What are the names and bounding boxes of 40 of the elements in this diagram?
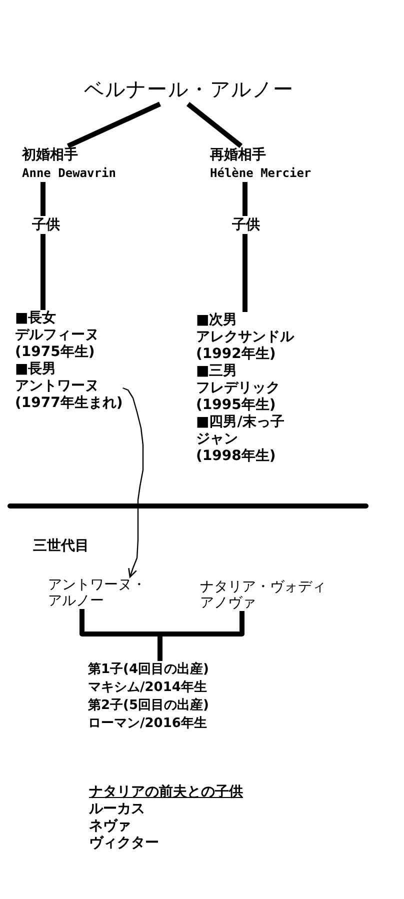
children-label: 子供	[32, 216, 60, 234]
relation-label: 再婚相手	[210, 146, 267, 164]
child-name: ローマン/2016年生	[88, 715, 208, 733]
person-name: ナタリア・ヴォディアノヴァ	[200, 579, 334, 611]
birth-order-label: ■四男/末っ子	[196, 414, 284, 431]
birth-order-label: 第2子(5回目の出産)	[88, 697, 209, 715]
connector-line	[40, 182, 46, 216]
birth-order-label: 第1子(4回目の出産)	[88, 661, 209, 679]
relation-label: 初婚相手	[22, 146, 79, 164]
connector-line	[186, 102, 243, 148]
child-name: ヴィクター	[89, 835, 159, 852]
child-name: デルフィーヌ	[15, 327, 99, 344]
child-name: ネヴァ	[89, 818, 131, 835]
birth-order-label: ■長男	[15, 361, 58, 378]
birth-order-label: ■三男	[196, 363, 238, 380]
person-name: アントワーヌ・アルノー	[48, 577, 152, 609]
child-name: フレデリック	[196, 380, 280, 397]
arrow	[122, 387, 144, 578]
connector-line	[242, 182, 248, 216]
child-name: マキシム/2014年生	[88, 679, 208, 697]
birth-order-label: ■長女	[15, 310, 58, 327]
birth-year-label: (1977年生まれ)	[15, 395, 123, 412]
generation-label: 三世代目	[33, 537, 89, 555]
person-name: ベルナール・アルノー	[84, 74, 294, 104]
note-heading: ナタリアの前夫との子供	[89, 784, 243, 801]
birth-order-label: ■次男	[196, 312, 238, 329]
birth-year-label: (1995年生)	[196, 397, 277, 414]
children-label: 子供	[232, 216, 260, 234]
birth-year-label: (1992年生)	[196, 346, 277, 363]
person-name: Hélène Mercier	[210, 165, 312, 182]
child-name: アントワーヌ	[15, 378, 100, 395]
person-name: Anne Dewavrin	[22, 165, 116, 182]
birth-year-label: (1975年生)	[15, 344, 96, 361]
child-name: ルーカス	[89, 801, 145, 818]
birth-year-label: (1998年生)	[196, 448, 277, 465]
connector-line	[40, 234, 46, 310]
connector-line	[66, 102, 162, 148]
connector-line	[242, 234, 248, 312]
child-name: アレクサンドル	[196, 329, 294, 346]
child-name: ジャン	[196, 431, 239, 448]
